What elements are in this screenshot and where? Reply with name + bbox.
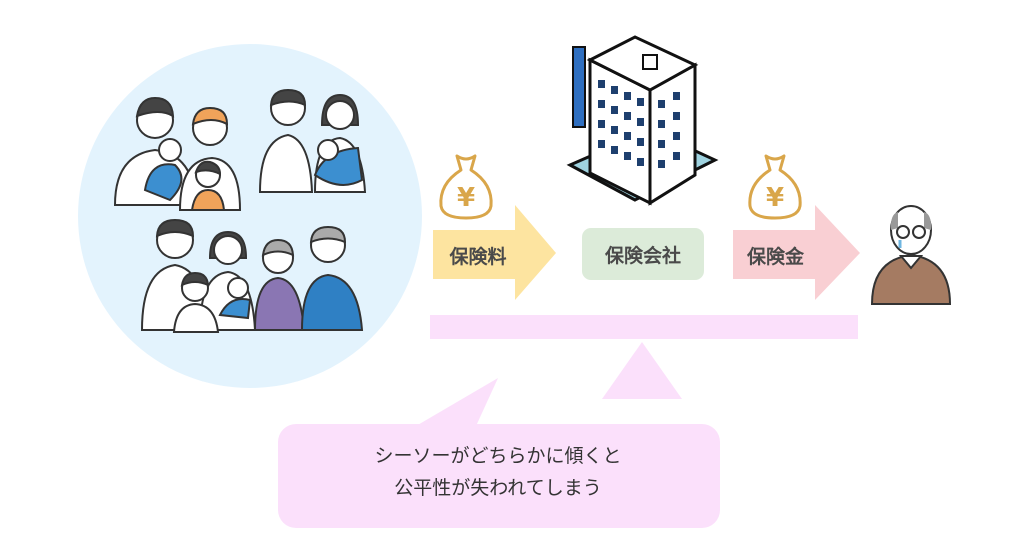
seesaw-bar <box>430 315 858 339</box>
money-bag-icon: ¥ <box>439 154 493 220</box>
yen-icon: ¥ <box>766 183 784 213</box>
yen-icon: ¥ <box>457 183 475 213</box>
speech-line-2: 公平性が失われてしまう <box>394 477 602 499</box>
payout-label: 保険金 <box>746 245 804 268</box>
payout-arrow <box>733 205 860 300</box>
insurance-building-illustration <box>566 35 719 206</box>
seesaw-fulcrum <box>602 342 682 399</box>
speech-text: シーソーがどちらかに傾くと 公平性が失われてしまう <box>278 440 718 504</box>
elderly-man-illustration <box>870 205 952 305</box>
insurer-box: 保険会社 <box>582 228 704 280</box>
money-bag-icon: ¥ <box>748 154 802 220</box>
premium-label: 保険料 <box>449 245 507 268</box>
premium-arrow <box>433 205 556 300</box>
speech-bubble <box>278 378 720 528</box>
speech-line-1: シーソーがどちらかに傾くと <box>374 445 622 467</box>
families-illustration <box>113 88 367 333</box>
